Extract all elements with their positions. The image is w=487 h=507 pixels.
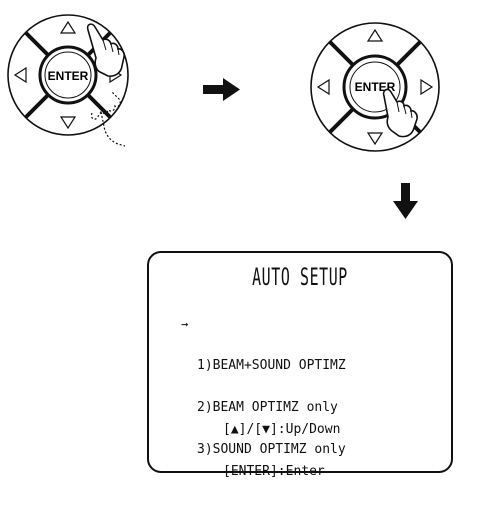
right-arrow-icon (203, 78, 240, 101)
dpad-right: ENTER (310, 22, 440, 152)
left-triangle-icon (316, 78, 330, 96)
menu-option-3[interactable]: 3)SOUND OPTIMZ only (197, 442, 346, 457)
remote-diagram: ENTER ENTER (7, 14, 440, 219)
help-text: [▲]/[▼]:Up/Down [ENTER]:Enter (223, 395, 340, 507)
up-triangle-icon (366, 28, 384, 42)
dpad-left: ENTER (7, 14, 129, 147)
setup-menu: → 1)BEAM+SOUND OPTIMZ 2)BEAM OPTIMZ only… (181, 317, 346, 485)
menu-option-1[interactable]: 1)BEAM+SOUND OPTIMZ (197, 358, 346, 373)
down-triangle-icon (59, 116, 77, 130)
finger-press-icon (382, 88, 418, 138)
up-triangle-icon (59, 20, 77, 34)
right-triangle-icon (420, 78, 434, 96)
help-updown: [▲]/[▼]:Up/Down (223, 422, 341, 437)
enter-button-label: ENTER (48, 69, 89, 83)
finger-press-icon (86, 23, 125, 77)
down-triangle-icon (366, 132, 384, 146)
cursor-arrow-icon: → (181, 317, 189, 331)
finger-outline-icon (90, 91, 126, 147)
screen-title: AUTO SETUP (252, 263, 348, 291)
menu-option-2[interactable]: 2)BEAM OPTIMZ only (197, 400, 338, 415)
left-triangle-icon (13, 66, 27, 84)
osd-screen: AUTO SETUP → 1)BEAM+SOUND OPTIMZ 2)BEAM … (147, 251, 453, 479)
down-arrow-icon (393, 183, 418, 219)
help-enter: [ENTER]:Enter (223, 464, 325, 479)
